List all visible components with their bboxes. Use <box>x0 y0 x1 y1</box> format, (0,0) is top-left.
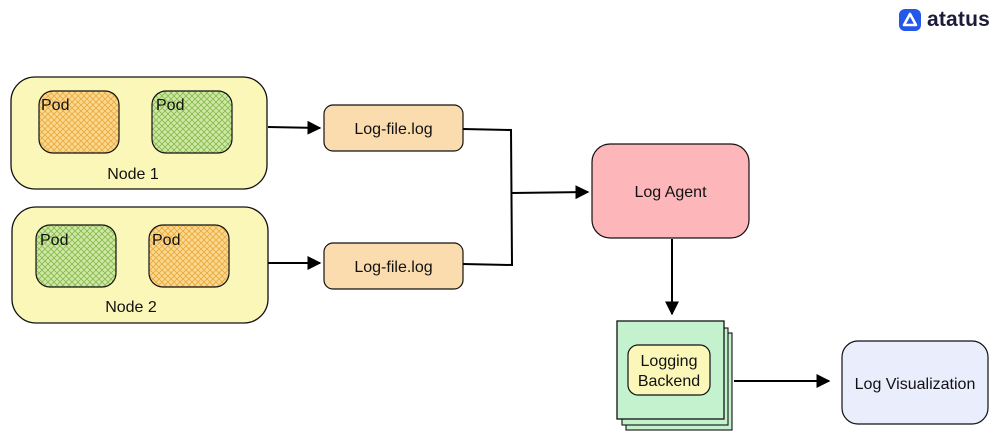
arrow-node1-to-logfile1 <box>267 120 322 135</box>
node-2-pod-2: Pod <box>148 224 230 288</box>
node-2-pod-1: Pod <box>35 224 117 288</box>
node-1-pod-1: Pod <box>38 90 120 154</box>
node-2: Pod Pod Node 2 <box>11 206 269 324</box>
backend-label-line-1: Logging <box>641 353 698 370</box>
logging-backend: Logging Backend <box>616 320 733 431</box>
log-visualization-label: Log Visualization <box>855 376 976 393</box>
node-1: Pod Pod Node 1 <box>10 76 268 190</box>
node-1-pod-2-label: Pod <box>156 97 184 114</box>
backend-inner-box <box>627 344 711 396</box>
node-1-label: Node 1 <box>107 166 159 183</box>
backend-label-line-2: Backend <box>638 373 700 390</box>
connectors <box>267 120 831 388</box>
node-1-pod-1-label: Pod <box>41 97 69 114</box>
log-file-2-label: Log-file.log <box>354 259 432 276</box>
log-agent-label: Log Agent <box>634 184 707 201</box>
node-2-label: Node 2 <box>105 299 157 316</box>
log-visualization: Log Visualization <box>841 340 989 425</box>
merge-line <box>462 128 514 267</box>
brand-logo: atatus <box>898 8 990 32</box>
log-agent: Log Agent <box>591 143 750 239</box>
atatus-logo-icon <box>898 9 921 31</box>
log-file-2: Log-file.log <box>323 242 464 290</box>
log-file-1: Log-file.log <box>323 104 464 152</box>
arrow-merge-to-agent <box>511 185 590 200</box>
node-1-pod-2: Pod <box>151 90 233 154</box>
node-2-pod-1-label: Pod <box>40 232 68 249</box>
log-file-1-label: Log-file.log <box>354 121 432 138</box>
node-2-pod-2-label: Pod <box>152 232 180 249</box>
brand-name: atatus <box>926 8 990 31</box>
